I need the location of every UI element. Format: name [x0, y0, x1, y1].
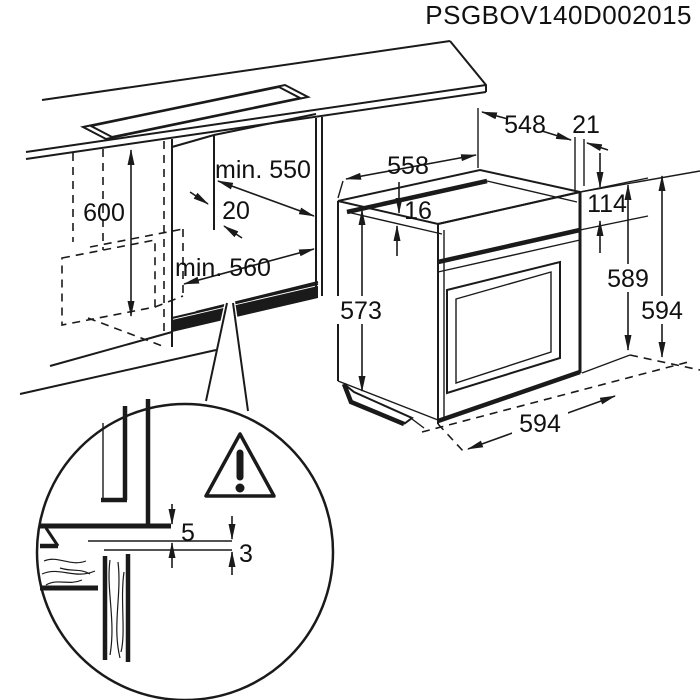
dim-594-bottom-label-bg	[512, 410, 568, 437]
dim-548-arrow-right	[541, 130, 572, 141]
callout-pointer-left	[205, 302, 228, 402]
ext-589-bottom	[581, 354, 631, 374]
dim-min550-label: min. 550	[215, 156, 311, 184]
oven-door-top-edge	[437, 239, 581, 273]
niche-interior-top-edge	[171, 134, 215, 148]
section-worktop-notch	[44, 527, 60, 547]
countertop-right-cut	[449, 40, 487, 92]
oven-dimensions: 558 16 548 21 114 573 589 594 594	[337, 108, 700, 453]
dim-573-label-bg	[337, 296, 386, 324]
niche-shelf-back-edge	[195, 281, 319, 313]
wood-grain-5	[108, 559, 113, 656]
oven-top-outline	[337, 168, 581, 226]
cooktop-cutout-outer	[80, 83, 311, 141]
ext-594-bottom-corner	[437, 423, 465, 453]
dim-548-arrow-left	[481, 111, 509, 120]
dim-16-label: 16	[404, 197, 432, 225]
dim-594-right-label: 594	[641, 297, 683, 325]
oven-foot-outline	[343, 383, 414, 425]
drawing-code-title: PSGBOV140D002015	[425, 0, 692, 30]
hidden-drawer-top-edge	[89, 228, 184, 248]
warning-exclamation-dot	[235, 483, 245, 493]
dim-20-arrow-upper	[189, 191, 209, 205]
warning-triangle-icon	[204, 432, 276, 498]
dim-20-label: 20	[222, 197, 250, 225]
countertop	[25, 40, 487, 160]
dim-558-label: 558	[387, 152, 429, 180]
cabinet-niche	[49, 113, 323, 367]
wood-grain-1	[43, 558, 87, 564]
dim-600-label: 600	[83, 199, 125, 227]
ext-594-bottom-dashed	[629, 354, 700, 371]
dim-min550-line	[217, 180, 315, 217]
dim-558-line	[345, 154, 477, 180]
cooktop-cutout-inner	[88, 85, 303, 139]
ext-heights-top	[579, 170, 700, 193]
oven-window-outer	[446, 260, 561, 395]
countertop-front-top-edge	[25, 84, 487, 153]
dim-min560-line	[183, 248, 315, 285]
oven-foot-to-door	[411, 418, 425, 429]
dim-5-label: 5	[181, 519, 195, 547]
wood-grain-4	[59, 567, 91, 575]
callout-pointer-right	[232, 302, 249, 412]
wood-grain-2	[41, 570, 96, 575]
wood-grain-6	[116, 561, 121, 659]
dim-594-bottom-label: 594	[519, 410, 561, 438]
dim-21-arrow	[586, 142, 609, 152]
countertop-back-edge	[41, 40, 451, 101]
hidden-drawer-front	[61, 239, 156, 326]
oven-top-recess-right-edge	[486, 180, 578, 203]
oven-top-rear-rim	[346, 178, 488, 215]
ext-114-bottom	[579, 215, 649, 231]
cabinet-base-edge-left	[19, 349, 217, 395]
detail-callout: 5 3	[19, 301, 335, 700]
oven-side-bottom-edge	[337, 380, 439, 421]
niche-back-top-edge	[213, 113, 317, 136]
oven-foot-bottom	[341, 383, 405, 427]
hidden-drawer-floor-edge	[87, 317, 166, 348]
ext-558-left	[337, 180, 344, 199]
joint-cross-section	[40, 399, 232, 662]
dim-min560-label: min. 560	[175, 254, 271, 282]
ext-594-bottom-baseline	[421, 360, 693, 433]
dim-20-arrow-lower	[223, 225, 243, 239]
dim-594-right-label-bg	[637, 296, 687, 324]
dim-21-label: 21	[572, 111, 600, 139]
dim-548-label: 548	[504, 111, 546, 139]
niche-shelf-face-band	[172, 286, 318, 332]
dim-589-label: 589	[607, 265, 649, 293]
detail-circle	[35, 402, 335, 700]
dim-589-label-bg	[603, 264, 653, 292]
oven-window-inner	[455, 271, 552, 384]
cabinet-dimensions: 600 min. 550 20 min. 560	[83, 149, 315, 317]
dim-3-label: 3	[239, 540, 253, 568]
dim-573-label: 573	[340, 297, 382, 325]
callout-wedge-mask	[202, 301, 252, 414]
wood-grain-3	[45, 579, 83, 586]
cabinet-bottom-edge-left	[49, 331, 173, 367]
oven-front-top-edge	[437, 191, 581, 225]
warning-triangle-outline	[204, 432, 276, 498]
wood-grain-7	[120, 571, 125, 653]
hidden-drawer-bottom-edge	[154, 295, 184, 308]
dim-114-label: 114	[587, 190, 627, 218]
oven-panel-separator	[437, 227, 581, 265]
